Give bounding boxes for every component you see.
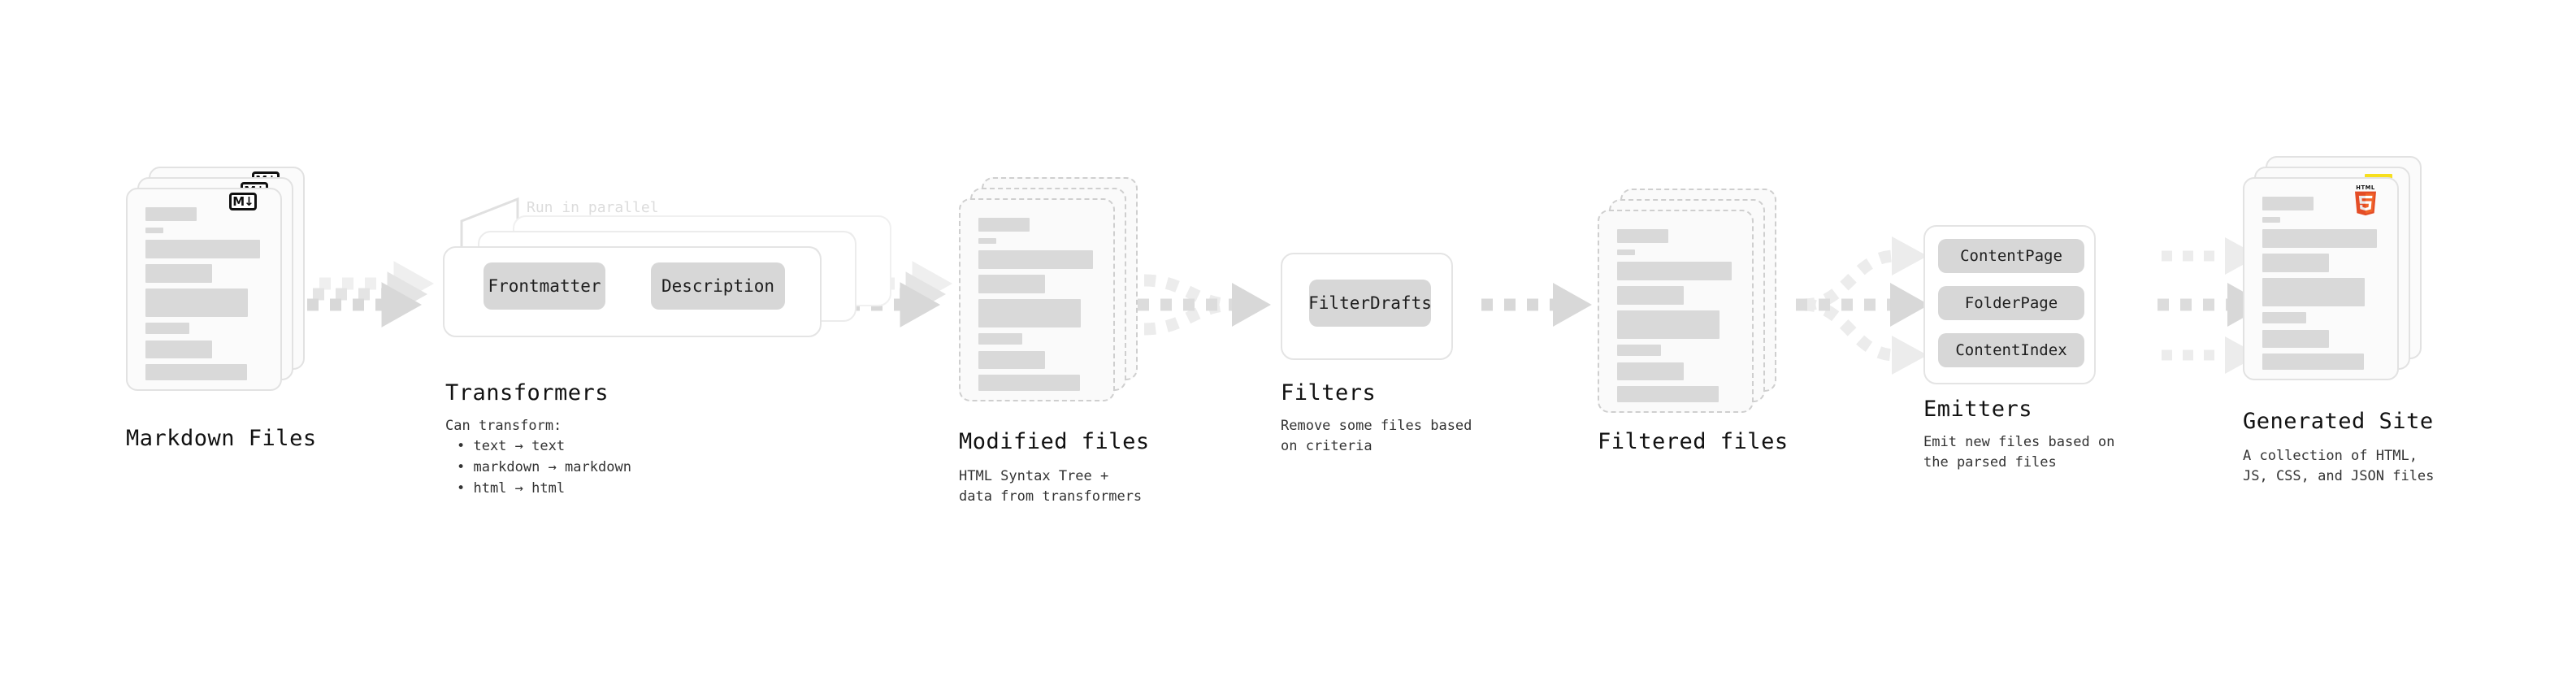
run-in-parallel-label: Run in parallel: [527, 199, 659, 216]
modified-files-subtitle: HTML Syntax Tree + data from transformer…: [959, 468, 1143, 505]
arrow-markdown-to-transformers: [307, 262, 433, 327]
markdown-card-front: [126, 188, 282, 391]
transformers-bullet-2: • html → html: [457, 480, 566, 497]
emitter-node-contentpage[interactable]: ContentPage: [1938, 239, 2084, 273]
transformers-bullet-0: • text → text: [457, 438, 566, 454]
svg-text:HTML: HTML: [2356, 184, 2375, 191]
filters-subtitle: Remove some files based on criteria: [1281, 418, 1472, 454]
modified-card-front: [959, 198, 1115, 401]
filter-node-filterdrafts[interactable]: FilterDrafts: [1308, 280, 1432, 327]
emitters-subtitle: Emit new files based on the parsed files: [1923, 434, 2115, 471]
filters-group: FilterDrafts: [1281, 253, 1453, 360]
emitters-group: ContentPage FolderPage ContentIndex: [1923, 225, 2096, 384]
arrow-modified-to-filters: [1138, 274, 1271, 336]
markdown-icon: M↓: [229, 193, 257, 210]
transformer-node-frontmatter[interactable]: Frontmatter: [484, 262, 605, 310]
stage-title-markdown-files: Markdown Files: [126, 426, 317, 451]
arrow-filters-to-filtered: [1481, 283, 1592, 327]
stage-title-generated-site: Generated Site: [2243, 409, 2434, 434]
stage-title-filtered-files: Filtered files: [1598, 429, 1789, 454]
stage-title-emitters: Emitters: [1923, 397, 2033, 422]
generated-site-subtitle: A collection of HTML, JS, CSS, and JSON …: [2243, 448, 2435, 484]
transformers-box-front: Frontmatter Description: [443, 246, 822, 337]
stage-title-filters: Filters: [1281, 380, 1377, 406]
transformers-subtitle: Can transform:: [445, 418, 562, 434]
transformers-bullet-1: • markdown → markdown: [457, 459, 631, 475]
html5-icon: HTML: [2351, 184, 2380, 219]
emitter-node-folderpage[interactable]: FolderPage: [1938, 286, 2084, 320]
emitter-node-contentindex[interactable]: ContentIndex: [1938, 333, 2084, 367]
stage-title-modified-files: Modified files: [959, 429, 1150, 454]
transformer-node-description[interactable]: Description: [651, 262, 785, 310]
filtered-card-front: [1598, 210, 1754, 413]
stage-title-transformers: Transformers: [445, 380, 609, 406]
arrow-filtered-to-emitters: [1796, 236, 1929, 375]
